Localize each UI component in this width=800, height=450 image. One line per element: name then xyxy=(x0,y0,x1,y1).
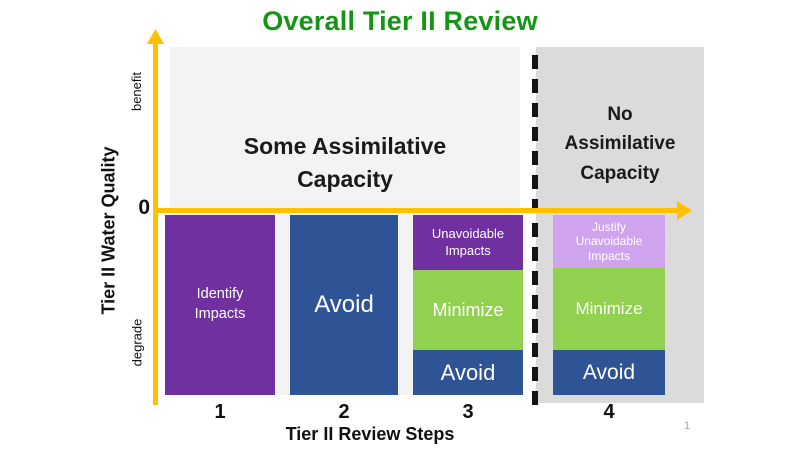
benefit-text: benefit xyxy=(129,71,145,111)
slide-number: 1 xyxy=(684,420,691,432)
x-tick-1: 1 xyxy=(214,401,226,423)
x-tick-4: 4 xyxy=(603,401,615,423)
y-axis-title-text: Tier II Water Quality xyxy=(98,145,119,315)
bar-segment-avoid: Avoid xyxy=(413,350,523,395)
y-axis-line xyxy=(153,42,158,405)
slide-title: Overall Tier II Review xyxy=(262,6,538,36)
bar-step-1: Identify Impacts xyxy=(165,215,275,395)
bar-step-2: Avoid xyxy=(290,215,398,395)
bar-segment-avoid: Avoid xyxy=(553,350,665,395)
bar-segment-identify-impacts: Identify Impacts xyxy=(165,215,275,395)
zone-label-some-capacity: Some Assimilative Capacity xyxy=(243,133,447,193)
x-axis-line xyxy=(155,208,677,213)
bar-step-3: Unavoidable Impacts Minimize Avoid xyxy=(413,215,523,395)
degrade-text: degrade xyxy=(129,318,145,366)
zone-label-no-capacity: No Assimilative Capacity xyxy=(564,104,676,184)
x-tick-2: 2 xyxy=(338,401,350,423)
y-axis-benefit-label: benefit xyxy=(126,52,148,130)
y-axis-title: Tier II Water Quality xyxy=(96,110,122,350)
bar-segment-unavoidable-impacts: Unavoidable Impacts xyxy=(413,215,523,270)
y-axis-zero-label: 0 xyxy=(138,196,150,219)
x-axis-title: Tier II Review Steps xyxy=(285,424,455,444)
bar-segment-avoid: Avoid xyxy=(290,215,398,395)
bar-segment-justify-unavoidable-impacts: Justify Unavoidable Impacts xyxy=(553,215,665,268)
dashed-divider-line xyxy=(532,55,538,405)
x-tick-3: 3 xyxy=(462,401,474,423)
bar-segment-minimize: Minimize xyxy=(553,268,665,350)
bar-step-4: Justify Unavoidable Impacts Minimize Avo… xyxy=(553,215,665,395)
y-axis-degrade-label: degrade xyxy=(126,300,148,384)
bar-segment-minimize: Minimize xyxy=(413,270,523,350)
